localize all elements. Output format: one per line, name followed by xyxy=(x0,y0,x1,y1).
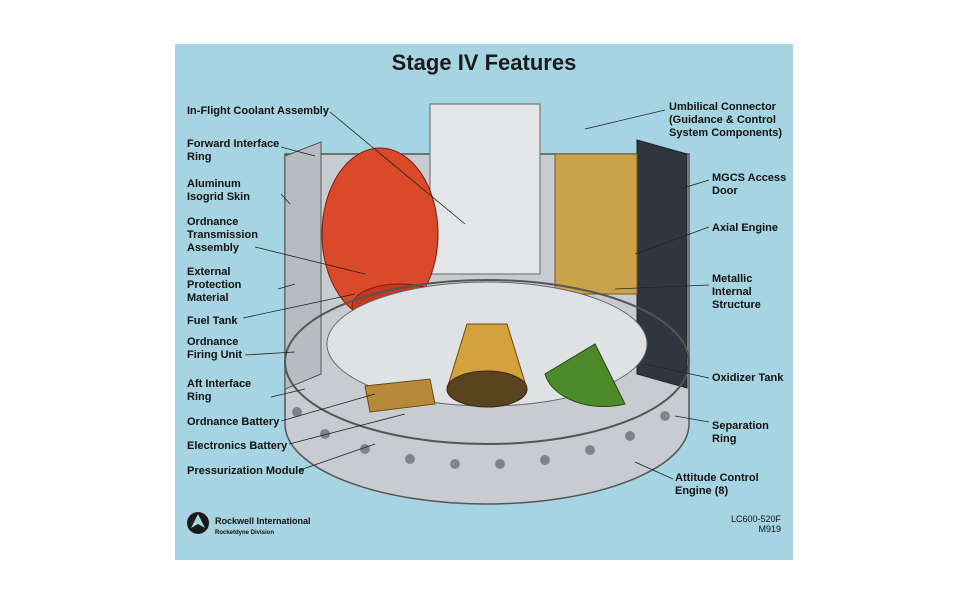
logo-company-name: Rockwell International xyxy=(215,516,311,526)
label-mgcs-access-door: MGCS Access Door xyxy=(712,172,787,197)
upper-structure xyxy=(429,103,541,275)
label-in-flight-coolant-assembly: In-Flight Coolant Assembly xyxy=(187,105,329,117)
label-umbilical-connector: Umbilical Connector (Guidance & Control … xyxy=(669,101,783,139)
label-attitude-control-engine: Attitude Control Engine (8) xyxy=(675,472,759,497)
isogrid-skin-panel xyxy=(284,141,322,390)
leader-lines xyxy=(242,109,710,480)
label-electronics-battery: Electronics Battery xyxy=(187,440,288,452)
label-fuel-tank: Fuel Tank xyxy=(187,315,238,327)
label-oxidizer-tank: Oxidizer Tank xyxy=(712,372,784,384)
label-aft-interface-ring: Aft Interface Ring xyxy=(187,378,252,403)
rockwell-logo-icon xyxy=(187,512,209,534)
poster-title: Stage IV Features xyxy=(391,50,577,75)
stage-iv-illustration xyxy=(242,103,710,505)
label-metallic-internal-structure: Metallic Internal Structure xyxy=(712,273,761,311)
mgcs-access-door xyxy=(636,139,688,389)
label-ordnance-transmission-assembly: Ordnance Transmission Assembly xyxy=(187,216,258,254)
poster: Stage IV Features xyxy=(175,44,793,560)
label-forward-interface-ring: Forward Interface Ring xyxy=(187,138,280,163)
label-separation-ring: Separation Ring xyxy=(712,420,769,445)
ordnance-battery xyxy=(364,378,436,413)
label-external-protection-material: External Protection Material xyxy=(187,266,242,304)
label-aluminum-isogrid-skin: Aluminum Isogrid Skin xyxy=(187,178,250,203)
oxidizer-tank xyxy=(544,343,626,407)
nozzle-exit xyxy=(446,370,528,408)
label-pressurization-module: Pressurization Module xyxy=(187,465,305,477)
internal-structure-block xyxy=(554,153,638,295)
label-ordnance-battery: Ordnance Battery xyxy=(187,416,280,428)
label-ordnance-firing-unit: Ordnance Firing Unit xyxy=(187,336,242,361)
logo-division-name: Rocketdyne Division xyxy=(215,530,275,536)
document-number: LC600-520F M919 xyxy=(731,514,782,534)
deck-ring xyxy=(284,279,690,445)
ring-holes xyxy=(292,407,670,469)
label-axial-engine: Axial Engine xyxy=(712,222,779,234)
